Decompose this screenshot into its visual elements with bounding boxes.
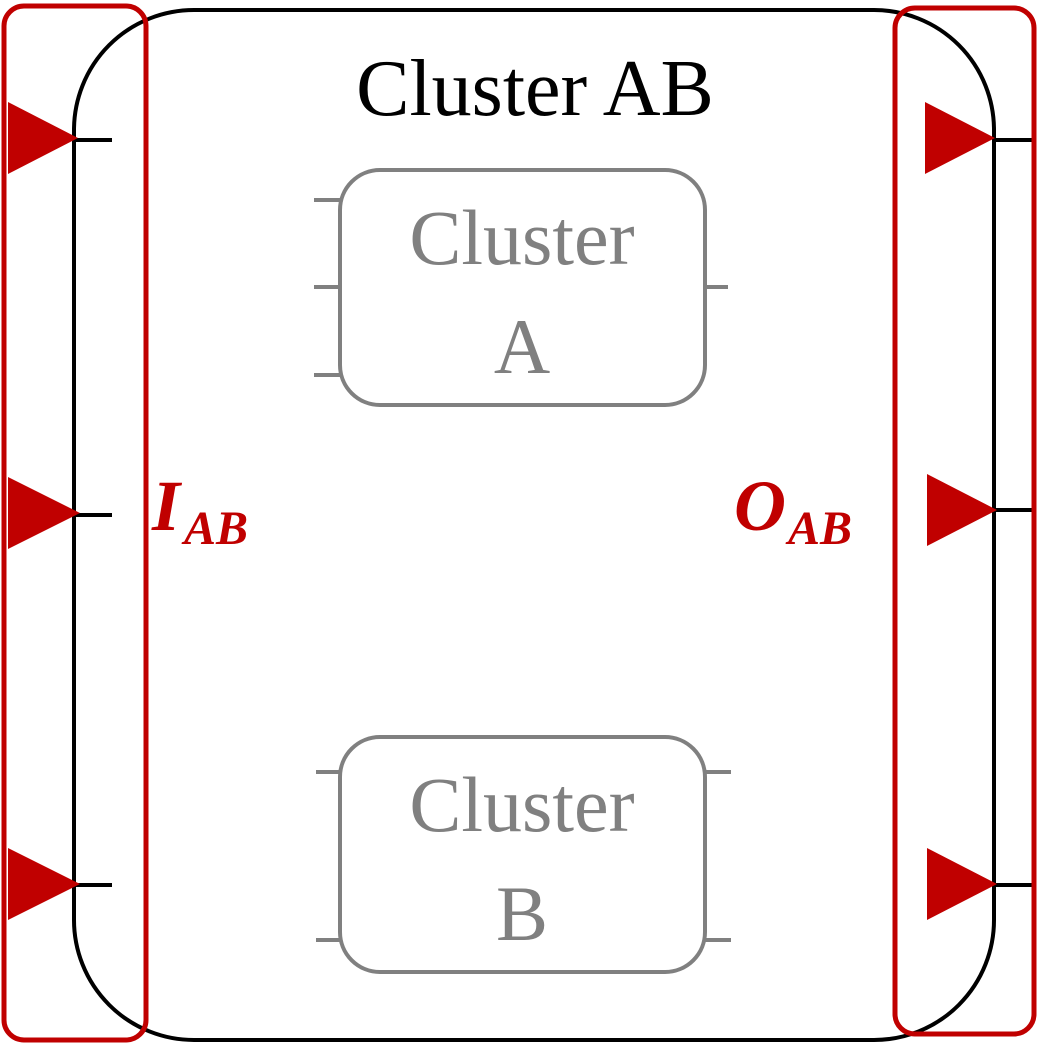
inputs-label-main: I (151, 466, 183, 546)
cluster-b-label-line1: Cluster (409, 761, 634, 848)
input-port-bottom-icon (8, 848, 80, 920)
output-port-top-icon (925, 102, 995, 174)
inputs-label: IAB (151, 466, 248, 555)
output-group-box (892, 5, 1037, 1037)
cluster-ab-box (72, 8, 996, 1042)
inputs-label-sub: AB (181, 502, 248, 555)
input-group-box (1, 3, 149, 1043)
cluster-a-label-line1: Cluster (409, 194, 634, 281)
cluster-a-label-line2: A (494, 303, 550, 390)
outputs-label-sub: AB (785, 502, 852, 555)
outputs-label-main: O (734, 466, 786, 546)
output-port-bottom-icon (927, 848, 997, 920)
output-port-middle-icon (927, 474, 997, 546)
outputs-label: OAB (734, 466, 852, 555)
cluster-ab-title: Cluster AB (356, 45, 714, 133)
cluster-b-box (338, 735, 707, 974)
input-port-middle-icon (8, 477, 80, 549)
cluster-b-label-line2: B (496, 870, 548, 957)
input-port-top-icon (8, 102, 78, 174)
